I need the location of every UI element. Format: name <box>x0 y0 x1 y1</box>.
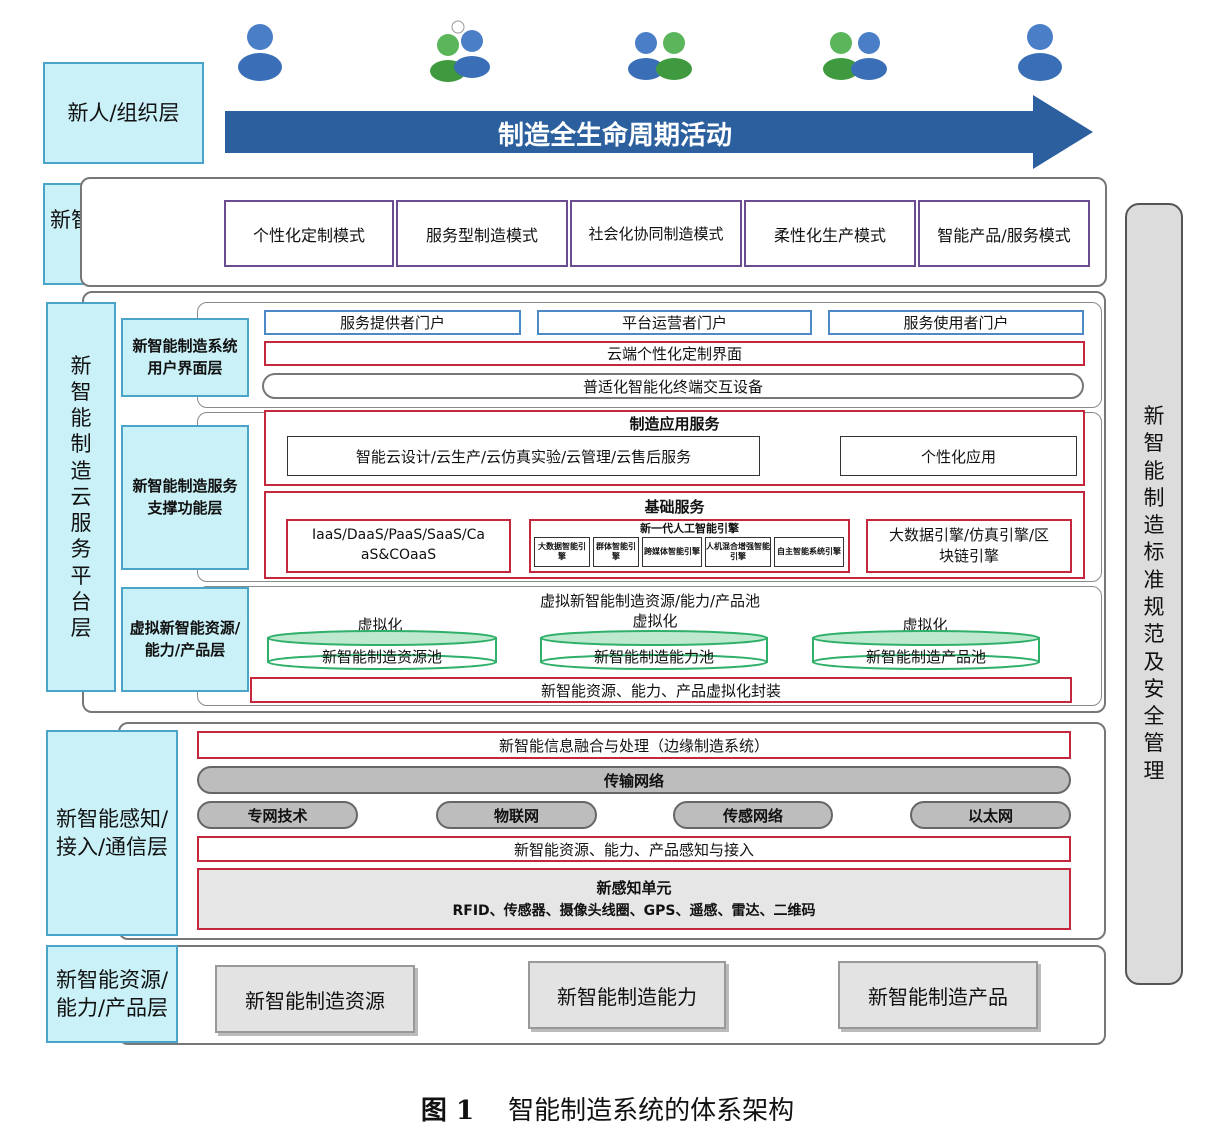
person-icon <box>1018 24 1062 81</box>
pool-cylinder-1 <box>267 630 497 670</box>
net-iot: 物联网 <box>436 801 597 829</box>
virtualize-label-2: 虚拟化 <box>632 611 678 630</box>
layer-label-sensing: 新智能感知/接入/通信层 <box>46 730 178 936</box>
sensing-unit-title: 新感知单元 <box>596 878 672 897</box>
net-private: 专网技术 <box>197 801 358 829</box>
sublabel-support-layer: 新智能制造服务支撑功能层 <box>121 425 249 570</box>
sublabel-ui-layer: 新智能制造系统用户界面层 <box>121 318 249 397</box>
net-ethernet: 以太网 <box>910 801 1071 829</box>
app-services-title: 制造应用服务 <box>629 414 720 433</box>
app-services-personal: 个性化应用 <box>840 436 1077 476</box>
layer-label-people: 新人/组织层 <box>43 62 204 164</box>
ai-engine-title: 新一代人工智能引擎 <box>640 522 739 535</box>
network-bar: 传输网络 <box>197 766 1071 794</box>
virtual-encap-bar: 新智能资源、能力、产品虚拟化封装 <box>250 677 1072 703</box>
sublabel-virtual-layer: 虚拟新智能资源/能力/产品层 <box>121 587 249 692</box>
pool-label-resource: 新智能制造资源池 <box>321 647 442 666</box>
mode-box-4: 柔性化生产模式 <box>744 200 916 267</box>
pool-cylinder-2 <box>540 630 768 670</box>
engines-box: 大数据引擎/仿真引擎/区块链引擎 <box>866 519 1072 573</box>
basic-services-title: 基础服务 <box>644 497 705 516</box>
portal-provider: 服务提供者门户 <box>264 310 521 335</box>
app-services-main: 智能云设计/云生产/云仿真实验/云管理/云售后服务 <box>287 436 760 476</box>
mode-box-2: 服务型制造模式 <box>396 200 568 267</box>
figure-title: 智能制造系统的体系架构 <box>508 1095 795 1126</box>
virtualize-label-1: 虚拟化 <box>357 615 403 634</box>
figure-caption: 图 1 智能制造系统的体系架构 <box>0 1085 1215 1131</box>
xaas-box: IaaS/DaaS/PaaS/SaaS/CaaS&COaaS <box>286 519 511 573</box>
virtualize-label-3: 虚拟化 <box>902 615 948 634</box>
layer-label-platform: 新智能制造云服务平台层 <box>46 302 116 692</box>
mode-box-5: 智能产品/服务模式 <box>918 200 1090 267</box>
devices-bar: 普适化智能化终端交互设备 <box>262 373 1084 399</box>
virtual-pool-title: 虚拟新智能制造资源/能力/产品池 <box>539 591 761 610</box>
user-icons-row <box>238 20 1062 82</box>
pool-cylinder-3 <box>812 630 1040 670</box>
fusion-bar: 新智能信息融合与处理（边缘制造系统） <box>197 731 1071 759</box>
capability-box: 新智能制造能力 <box>528 961 726 1029</box>
sensing-unit-items: RFID、传感器、摄像头线圈、GPS、遥感、雷达、二维码 <box>452 903 816 919</box>
net-sensor: 传感网络 <box>673 801 833 829</box>
lifecycle-arrow-text: 制造全生命周期活动 <box>497 120 732 151</box>
group-icon <box>628 32 692 80</box>
access-bar: 新智能资源、能力、产品感知与接入 <box>197 836 1071 862</box>
product-box: 新智能制造产品 <box>838 961 1038 1029</box>
portal-user: 服务使用者门户 <box>828 310 1084 335</box>
mode-box-3: 社会化协同制造模式 <box>570 200 742 267</box>
pool-label-product: 新智能制造产品池 <box>865 647 986 666</box>
pool-cylinders <box>267 630 1040 670</box>
pool-label-capability: 新智能制造能力池 <box>593 647 714 666</box>
portal-operator: 平台运营者门户 <box>537 310 812 335</box>
figure-number: 图 1 <box>420 1095 475 1126</box>
ai-engine-2: 群体智能引擎 <box>593 537 639 567</box>
ai-engine-4: 人机混合增强智能引擎 <box>705 537 771 567</box>
ai-engine-5: 自主智能系统引擎 <box>774 537 844 567</box>
person-icon <box>238 24 282 81</box>
resource-box: 新智能制造资源 <box>215 965 415 1033</box>
cloud-ui-bar: 云端个性化定制界面 <box>264 341 1085 366</box>
mode-box-1: 个性化定制模式 <box>224 200 394 267</box>
group-icon <box>430 20 490 82</box>
lifecycle-arrow <box>225 95 1093 169</box>
ai-engine-3: 跨媒体智能引擎 <box>642 537 702 567</box>
sensing-unit-box <box>197 868 1071 930</box>
standards-side-bar: 新智能制造标准规范及安全管理 <box>1125 203 1183 985</box>
group-icon <box>823 32 887 80</box>
layer-label-resource: 新智能资源/能力/产品层 <box>46 945 178 1043</box>
ai-engine-1: 大数据智能引擎 <box>534 537 590 567</box>
